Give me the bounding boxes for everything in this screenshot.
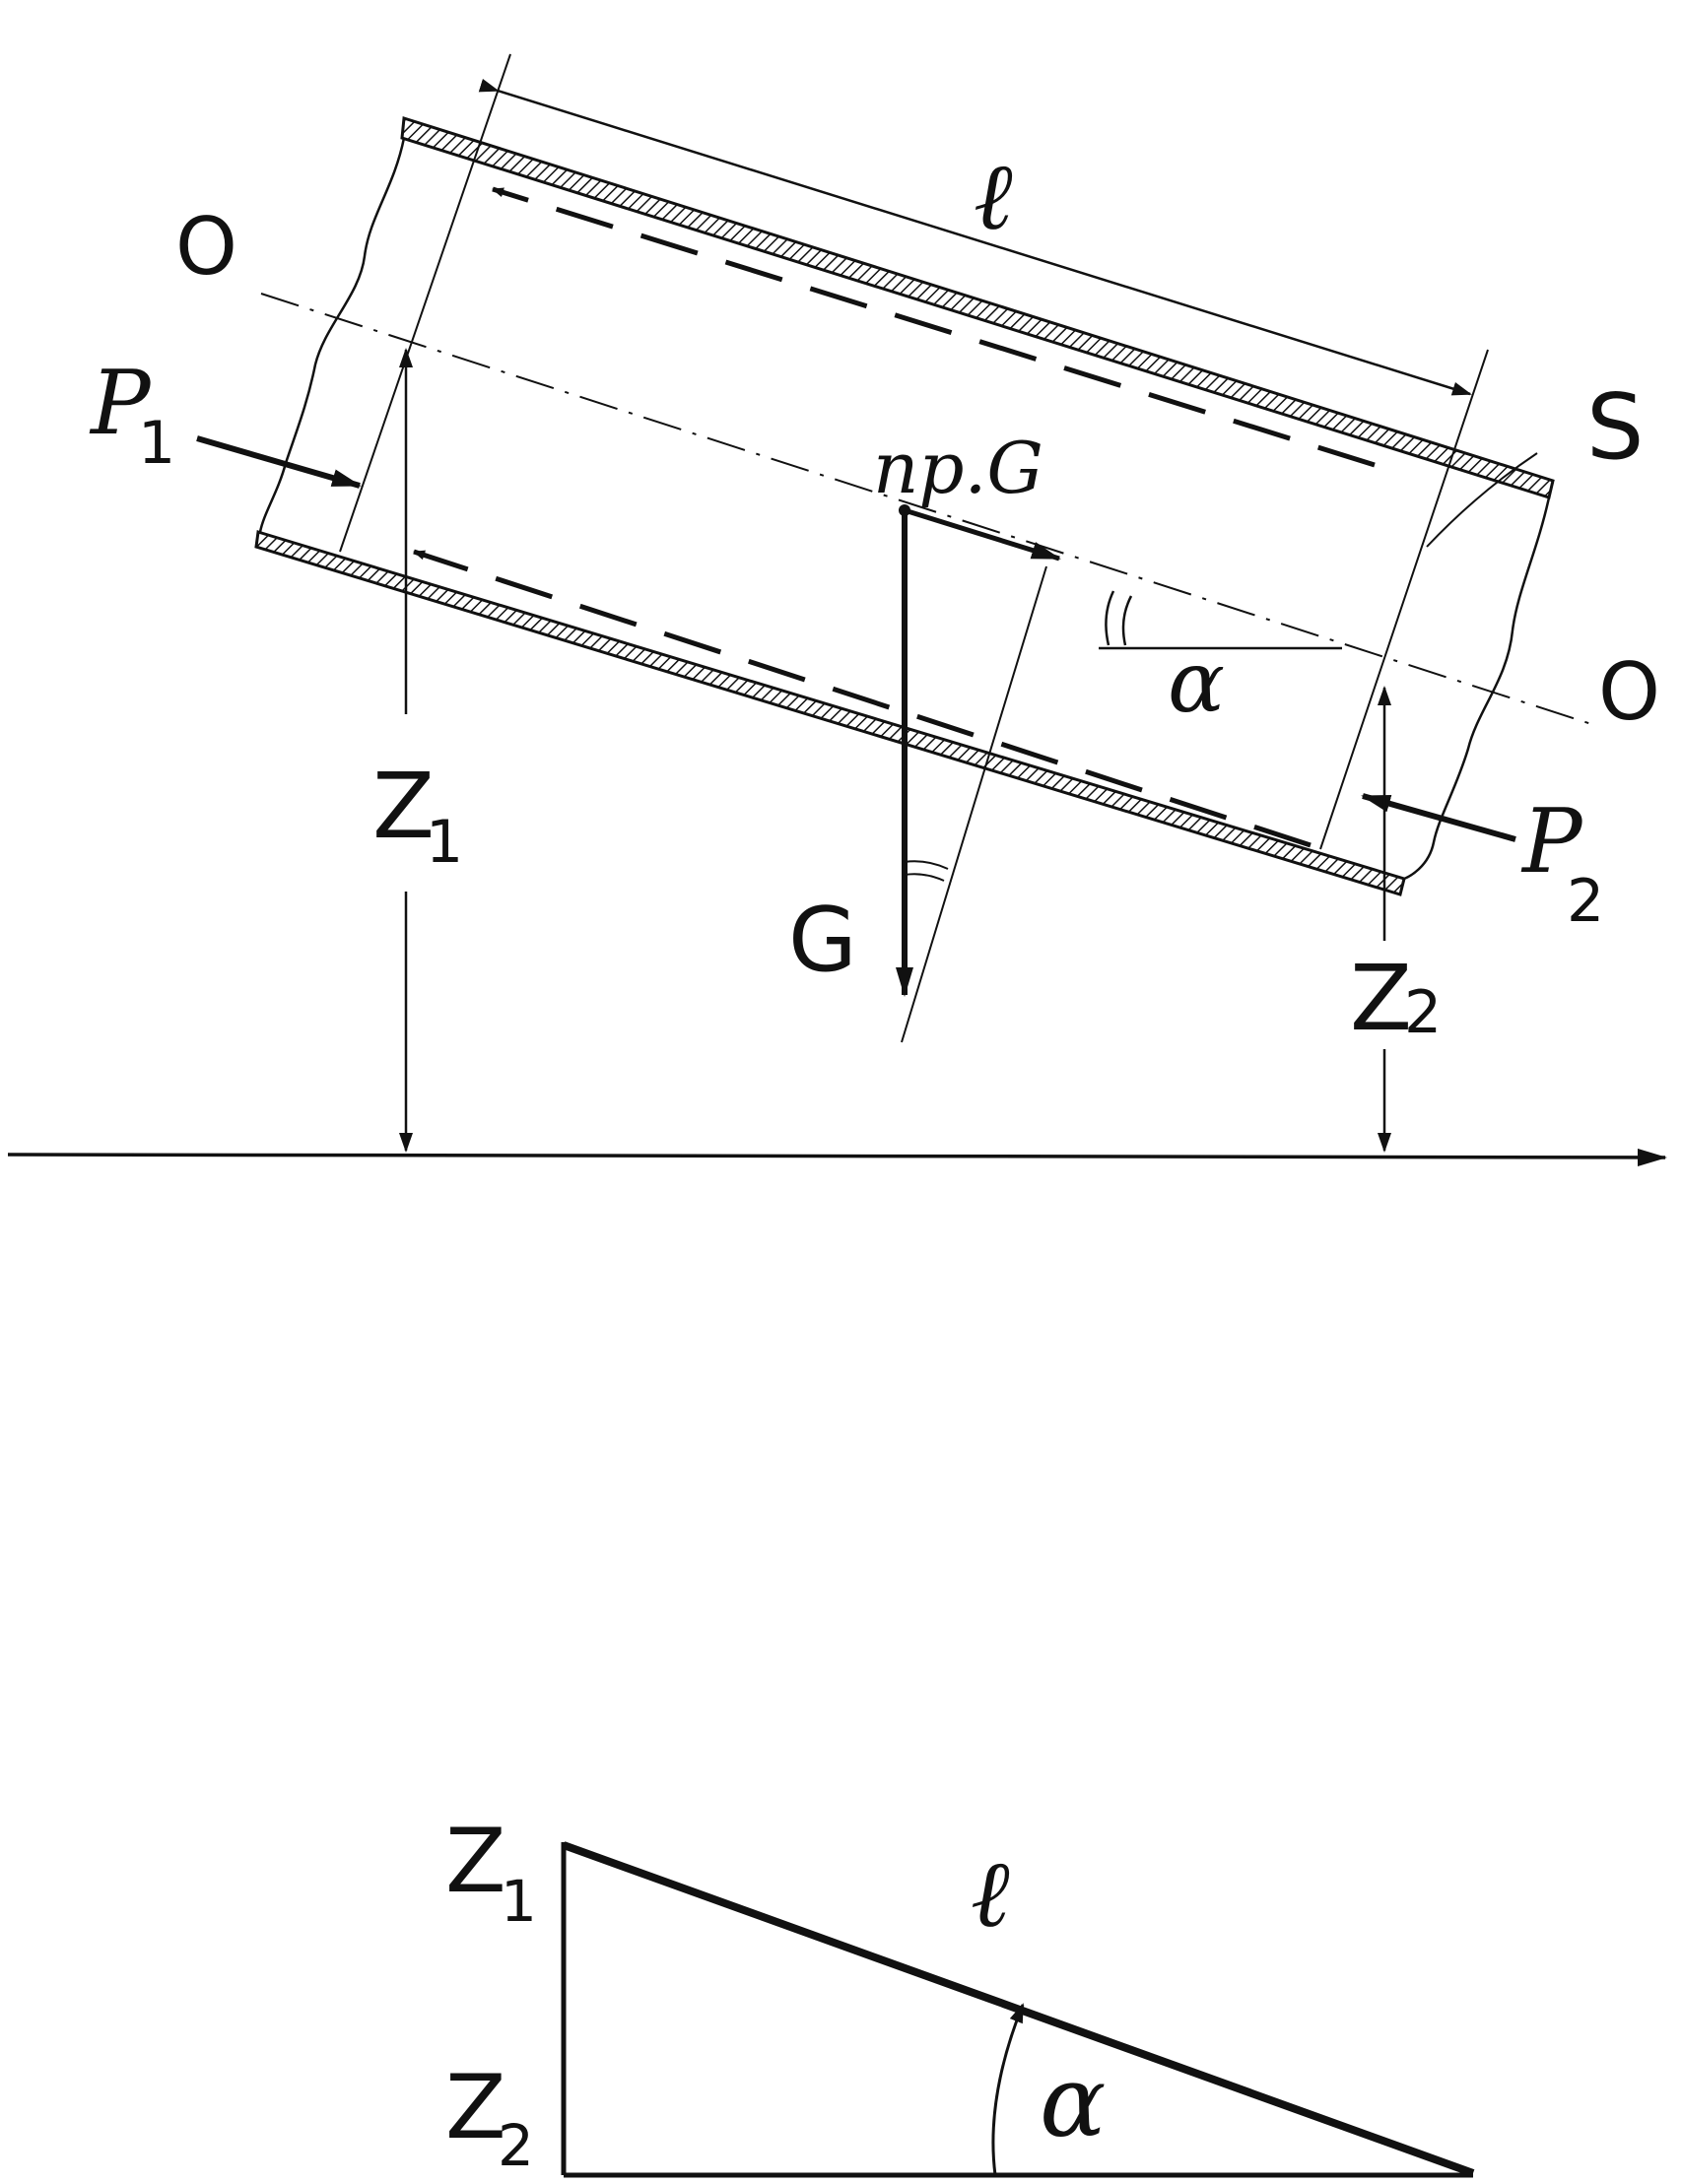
pipe-wall-bottom [254,530,1406,896]
pipe-break-left [258,137,406,533]
triangle-angle-arc [991,2003,1025,2176]
flow-line-top [492,186,1376,468]
p2-label: P [1520,790,1583,893]
flow-line-bottom [413,549,1312,848]
z2-subscript: 2 [1404,978,1442,1047]
surface-leader [1426,452,1538,548]
triangle-z1-label: Z [445,1810,506,1913]
z2-label: Z [1350,946,1412,1051]
triangle-length-label: ℓ [971,1840,1010,1949]
surface-s-label: S [1586,374,1644,480]
length-dimension-line [478,78,1472,396]
angle-arc-weight-2 [904,873,945,882]
p1-subscript: 1 [138,409,175,478]
p2-arrow [1361,793,1516,842]
angle-arc-alpha-2 [1121,595,1133,646]
z1-label: Z [372,754,435,859]
projection-g-label: np.G [873,427,1043,509]
projection-perpendicular [901,565,1047,1043]
axis-label-left: O [175,201,237,293]
triangle-z2-label: Z [445,2056,506,2159]
triangle-hypotenuse [562,1841,1475,2177]
p1-arrow [196,435,362,489]
ground-line [7,1148,1667,1166]
angle-arc-alpha-1 [1105,590,1115,646]
angle-arc-weight [904,860,949,870]
z1-subscript: 1 [426,808,463,877]
triangle-z2-subscript: 2 [498,2112,534,2179]
length-extension-right [1319,349,1489,850]
alpha-label-top: α [1168,633,1225,732]
pipe-break-right [1403,496,1551,881]
triangle-alpha-label: α [1040,2044,1107,2159]
triangle-z1-subscript: 1 [501,1868,537,1935]
projection-arrow [904,507,1061,562]
p1-label: P [89,352,152,455]
length-label-top: ℓ [974,143,1013,251]
axis-label-right: O [1598,646,1660,738]
weight-g-label: G [788,889,857,992]
p2-subscript: 2 [1567,867,1604,936]
